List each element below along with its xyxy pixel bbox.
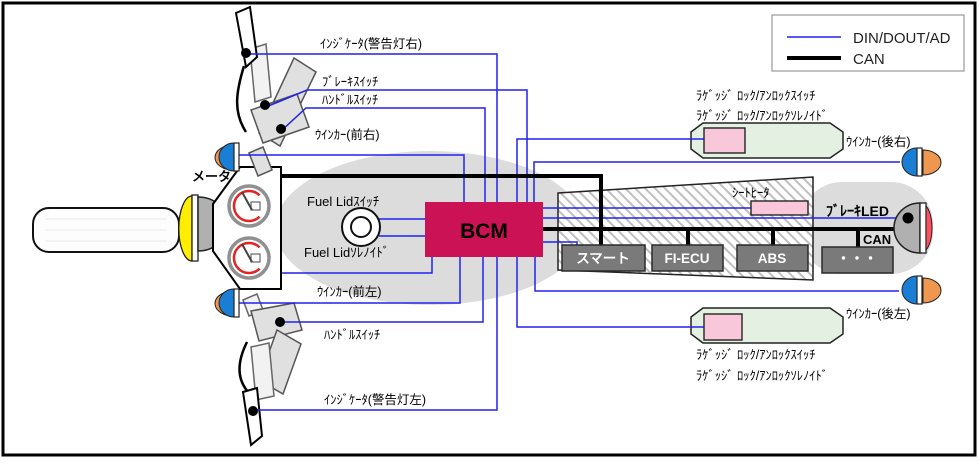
label-brake-switch-right: ﾌﾞﾚｰｷｽｲｯﾁ [322, 75, 378, 89]
legend-can-label: CAN [853, 51, 885, 68]
module-abs-label: ABS [758, 251, 787, 266]
luggage-lock-box-bottom [703, 313, 743, 341]
label-luggage-switch-bottom: ﾗｹﾞｯｼﾞ ﾛｯｸ/ｱﾝﾛｯｸｽｲｯﾁ [696, 348, 815, 362]
dot-mirror-left [248, 406, 258, 416]
wire-brake-switch-right [265, 89, 528, 202]
label-fuel-lid-solenoid: Fuel Lidｿﾚﾉｲﾄﾞ [304, 245, 389, 260]
wire-winker-rear-right [533, 161, 900, 202]
gauge-top [227, 184, 271, 228]
wire-smart-din [543, 241, 578, 245]
gauge-bottom [227, 236, 271, 280]
winker-front-left-icon [214, 288, 240, 318]
mirror-left [241, 386, 264, 447]
winker-front-right-icon [214, 142, 240, 172]
module-fi-ecu: FI-ECU [651, 244, 724, 272]
dot-handle-right [276, 124, 286, 134]
module-smart: スマート [561, 244, 646, 272]
wire-meter [282, 257, 433, 274]
bcm-box [425, 202, 543, 257]
luggage-lock-box-top [703, 127, 746, 154]
label-luggage-switch-top: ﾗｹﾞｯｼﾞ ﾛｯｸ/ｱﾝﾛｯｸｽｲｯﾁ [696, 89, 815, 103]
dot-mirror-right [241, 48, 251, 58]
wire-handle-switch-right [280, 107, 486, 202]
wire-winker-rear-left [534, 257, 899, 292]
can-meter-line [281, 174, 603, 245]
bcm-unit: BCM [425, 202, 543, 257]
winker-rear-left-icon [901, 275, 942, 305]
wire-handle-switch-left [281, 257, 484, 323]
module-fi-ecu-label: FI-ECU [665, 251, 710, 266]
diagram-border [1, 1, 977, 457]
label-can-tag: CAN [863, 232, 891, 247]
label-handle-switch-left: ﾊﾝﾄﾞﾙｽｲｯﾁ [324, 328, 380, 342]
din-wires [239, 53, 904, 411]
wire-winker-front-right [239, 154, 465, 202]
label-winker-front-right: ｳｲﾝｶｰ(前右) [315, 127, 380, 142]
label-seat-heater: ｼｰﾄﾋｰﾀ [732, 186, 770, 200]
mirror-right [234, 5, 259, 69]
label-indicator-right: ｲﾝｼﾞｹｰﾀ(警告灯右) [320, 36, 422, 51]
legend-din-label: DIN/DOUT/AD [853, 30, 951, 47]
label-meter: メータ [192, 169, 231, 184]
seat-heater-box [750, 200, 809, 216]
dot-handle-left [275, 317, 285, 327]
can-bus [281, 174, 906, 247]
label-handle-switch-right: ﾊﾝﾄﾞﾙｽｲｯﾁ [322, 93, 378, 107]
wire-luggage-bottom [516, 257, 705, 328]
label-brake-led: ﾌﾞﾚｰｷLED [826, 203, 889, 219]
legend: DIN/DOUT/AD CAN [771, 14, 965, 72]
module-others: ・・・ [821, 246, 894, 274]
labels: ｲﾝｼﾞｹｰﾀ(警告灯右) ﾌﾞﾚｰｷｽｲｯﾁ ﾊﾝﾄﾞﾙｽｲｯﾁ ｳｲﾝｶｰ(… [192, 36, 911, 407]
front-wheel [32, 207, 180, 253]
can-modules: スマート FI-ECU ABS ・・・ [561, 244, 894, 274]
module-abs: ABS [736, 244, 809, 272]
label-luggage-solenoid-bottom: ﾗｹﾞｯｼﾞ ﾛｯｸ/ｱﾝﾛｯｸｿﾚﾉｲﾄﾞ [696, 369, 828, 383]
module-others-label: ・・・ [837, 251, 878, 266]
label-winker-rear-left: ｳｲﾝｶｰ(後左) [846, 306, 911, 321]
meter-cluster [212, 166, 282, 290]
winker-rear-right-icon [901, 147, 942, 177]
label-winker-rear-right: ｳｲﾝｶｰ(後右) [846, 134, 911, 149]
fuel-lid-icon [341, 207, 381, 247]
label-winker-front-left: ｳｲﾝｶｰ(前左) [317, 284, 382, 299]
wire-indicator-left [253, 257, 498, 411]
label-luggage-solenoid-top: ﾗｹﾞｯｼﾞ ﾛｯｸ/ｱﾝﾛｯｸｿﾚﾉｲﾄﾞ [696, 109, 828, 123]
wire-indicator-right [246, 53, 498, 202]
label-indicator-left: ｲﾝｼﾞｹｰﾀ(警告灯左) [324, 392, 426, 407]
tail-light-icon [893, 202, 933, 254]
label-fuel-lid-switch: Fuel Lidｽｲｯﾁ [307, 194, 379, 209]
dot-brake-right [260, 100, 270, 110]
left-handlebar-assembly [238, 293, 303, 447]
bcm-title: BCM [460, 220, 508, 243]
wire-winker-front-left [239, 257, 461, 304]
wire-luggage-top [516, 138, 705, 202]
module-smart-label: スマート [576, 251, 630, 266]
